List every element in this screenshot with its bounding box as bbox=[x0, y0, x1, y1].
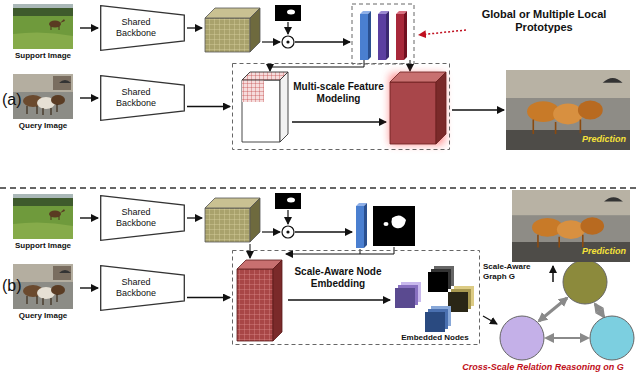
flow-arrow bbox=[187, 297, 230, 298]
node-text: Support Image bbox=[8, 51, 78, 61]
backbone-trapezoid: Shared Backbone bbox=[100, 5, 185, 51]
label-text: (b) bbox=[2, 276, 30, 295]
node-text: Shared Backbone bbox=[106, 207, 166, 229]
flow-arrow bbox=[80, 217, 98, 218]
node-text: Prediction bbox=[568, 134, 626, 145]
label-text: Embedded Nodes bbox=[392, 333, 478, 343]
module-box: Scale-Aware Node Embedding bbox=[232, 250, 480, 345]
label-text: (a) bbox=[2, 90, 30, 109]
node-shape bbox=[232, 250, 480, 345]
query-branch-a bbox=[242, 72, 446, 144]
backbone-trapezoid: Shared Backbone bbox=[100, 195, 185, 241]
backbone-trapezoid: Shared Backbone bbox=[100, 265, 185, 311]
label-text: Scale-Aware Graph G bbox=[483, 262, 547, 281]
backbone-trapezoid: Shared Backbone bbox=[100, 75, 185, 121]
node-text: Multi-scale Feature Modeling bbox=[290, 81, 387, 105]
query-branch-b bbox=[237, 260, 474, 341]
node-text: Scale-Aware Node Embedding bbox=[288, 266, 388, 290]
support-branch-a bbox=[187, 4, 466, 71]
flow-arrow bbox=[187, 106, 230, 107]
node-text: Shared Backbone bbox=[106, 277, 166, 299]
label-text: Cross-Scale Relation Reasoning on G bbox=[450, 362, 636, 373]
node-text: Query Image bbox=[8, 311, 78, 321]
node-shape bbox=[232, 63, 450, 150]
flow-arrow bbox=[80, 27, 98, 28]
image-node: Support Image bbox=[8, 194, 78, 252]
node-text: Query Image bbox=[8, 121, 78, 131]
flow-arrow bbox=[80, 287, 98, 288]
flow-arrow bbox=[80, 97, 98, 98]
image-node: Support Image bbox=[8, 4, 78, 62]
support-branch-b bbox=[187, 193, 415, 258]
image-node: Prediction bbox=[512, 190, 630, 262]
panel-separator bbox=[0, 187, 638, 189]
flow-arrow bbox=[452, 109, 504, 110]
node-text: Support Image bbox=[8, 241, 78, 251]
node-text: Prediction bbox=[568, 246, 626, 257]
label-text: Global or Multiple Local Prototypes bbox=[468, 8, 620, 34]
node-text: Shared Backbone bbox=[106, 17, 166, 39]
node-text: Shared Backbone bbox=[106, 87, 166, 109]
module-box: Multi-scale Feature Modeling bbox=[232, 63, 450, 150]
scale-aware-graph bbox=[483, 260, 634, 360]
image-node: Prediction bbox=[506, 70, 630, 150]
